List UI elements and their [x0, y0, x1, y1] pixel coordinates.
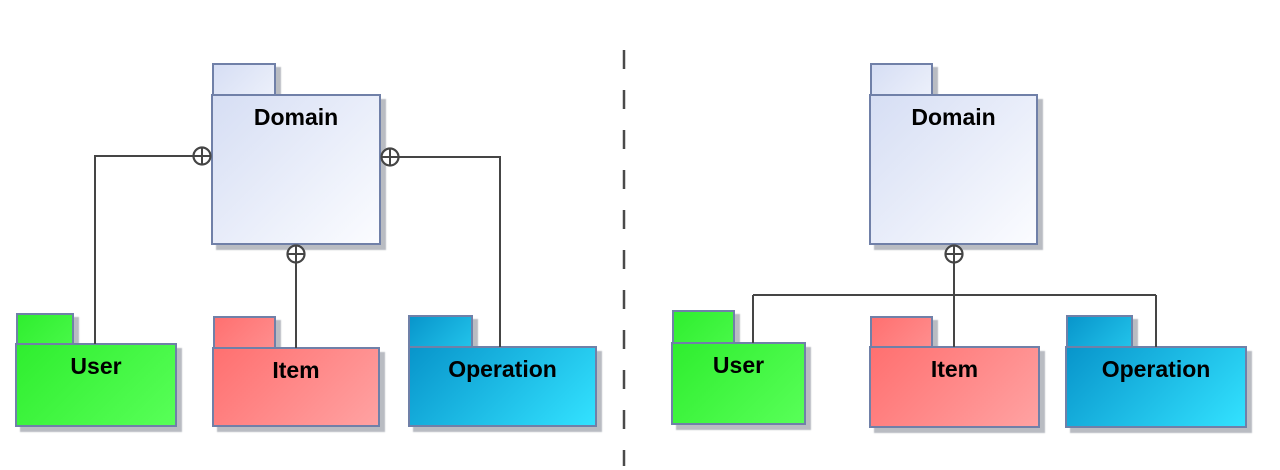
package-tab	[16, 313, 74, 343]
package-operation-left: Operation	[408, 315, 597, 427]
package-tab	[212, 63, 276, 94]
package-item-right: Item	[869, 316, 1040, 428]
containment-anchor-icon	[380, 147, 400, 167]
package-tab	[1066, 315, 1133, 346]
package-domain-left: Domain	[211, 63, 381, 245]
package-body: Domain	[211, 94, 381, 245]
containment-anchor-icon	[286, 244, 306, 264]
package-label: Operation	[1101, 356, 1211, 382]
containment-anchor-icon	[944, 244, 964, 264]
package-label: Item	[930, 356, 979, 382]
package-body: Item	[869, 346, 1040, 428]
package-tab	[213, 316, 276, 347]
package-label: Operation	[448, 356, 557, 382]
package-user-left: User	[15, 313, 177, 427]
package-tab	[870, 316, 933, 346]
package-label: Item	[272, 357, 320, 383]
package-label: User	[712, 352, 765, 378]
package-body: User	[15, 343, 177, 427]
containment-anchor-icon	[192, 146, 212, 166]
package-operation-right: Operation	[1065, 315, 1247, 428]
package-user-right: User	[671, 310, 806, 425]
package-item-left: Item	[212, 316, 380, 427]
package-body: Operation	[408, 346, 597, 427]
package-body: Domain	[869, 94, 1038, 245]
package-body: User	[671, 342, 806, 425]
package-tab	[408, 315, 473, 346]
package-label: User	[70, 353, 122, 379]
package-tab	[672, 310, 735, 342]
package-label: Domain	[253, 104, 339, 130]
package-tab	[870, 63, 933, 94]
package-body: Operation	[1065, 346, 1247, 428]
package-body: Item	[212, 347, 380, 427]
package-label: Domain	[911, 104, 996, 130]
package-domain-right: Domain	[869, 63, 1038, 245]
